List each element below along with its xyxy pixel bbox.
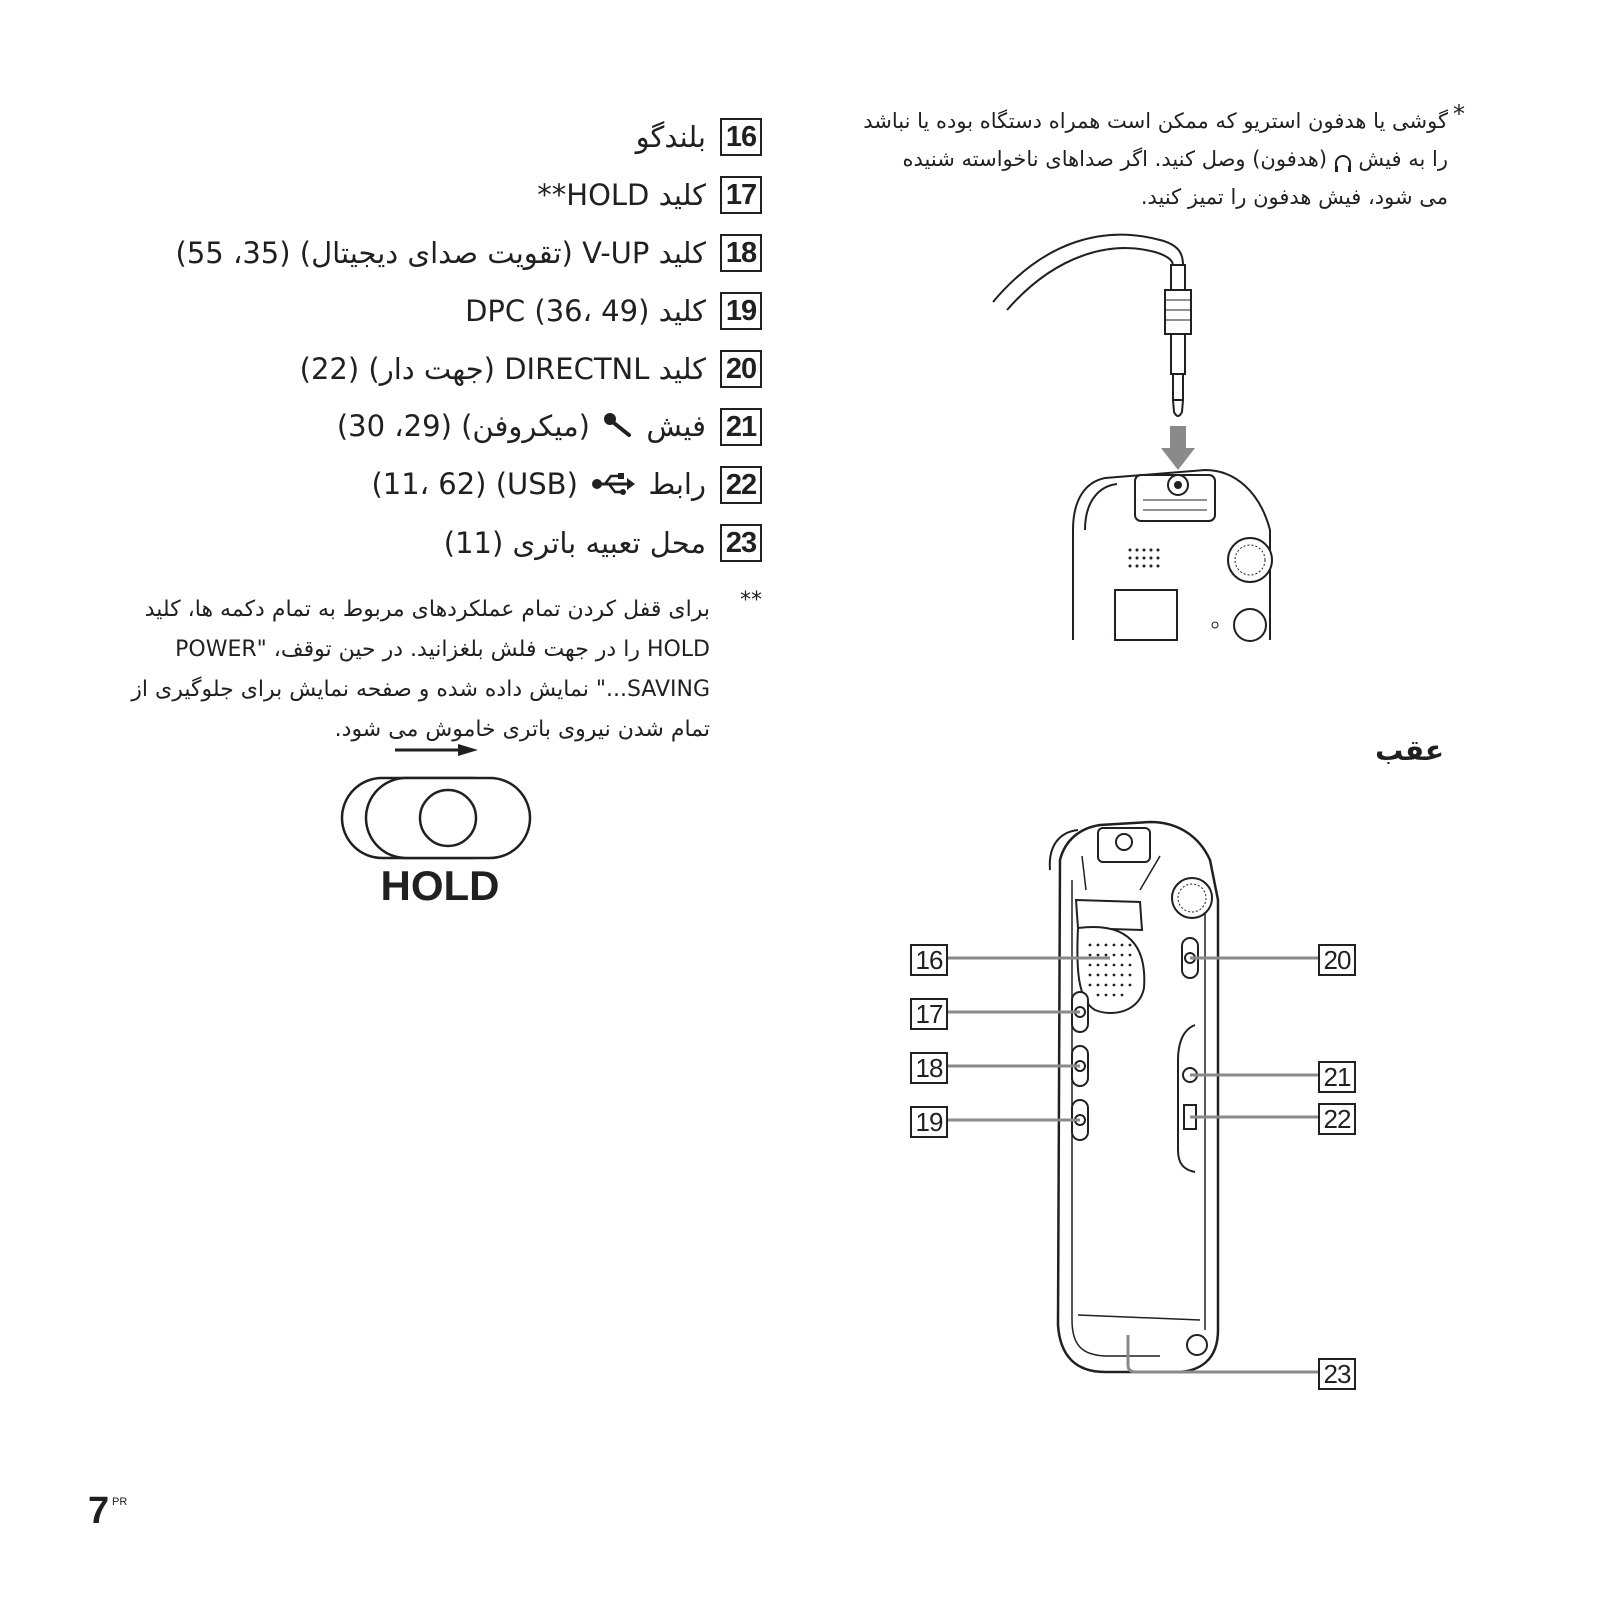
callout-22: 22 [1318, 1103, 1356, 1135]
headphone-icon [1334, 149, 1352, 172]
headphone-note-line3: می شود، فیش هدفون را تمیز کنید. [1140, 185, 1448, 209]
recorder-rear-drawing [946, 820, 1318, 1374]
list-item: 20 کلید DIRECTNL (جهت دار) (22) [62, 340, 762, 398]
part-label: کلید V-UP (تقویت صدای دیجیتال) (35، 55) [175, 236, 706, 270]
callout-21: 21 [1318, 1061, 1356, 1093]
part-number: 19 [720, 292, 762, 330]
headphone-plug-illustration [992, 233, 1273, 642]
headphone-note-line1: گوشی یا هدفون استریو که ممکن است همراه د… [863, 109, 1448, 133]
part-label: کلید DIRECTNL (جهت دار) (22) [299, 352, 706, 386]
callout-16: 16 [910, 944, 948, 976]
part-label: رابط (USB) (11، 62) [371, 467, 706, 503]
part-number: 17 [720, 176, 762, 214]
part-number: 22 [720, 466, 762, 504]
part-label: فیش (میکروفن) (29، 30) [336, 409, 706, 445]
microphone-icon [603, 411, 633, 445]
headphone-note-line2: را به فیش (هدفون) وصل کنید. اگر صداهای ن… [902, 147, 1448, 172]
list-item: 19 کلید DPC (36، 49) [62, 282, 762, 340]
footnote-marker: * [1453, 100, 1465, 128]
part-label: بلندگو [635, 120, 706, 154]
part-number: 21 [720, 408, 762, 446]
rear-view-diagram: 16 17 18 19 20 21 22 23 [900, 820, 1380, 1400]
list-item: 23 محل تعبیه باتری (11) [62, 514, 762, 572]
footnote-marker: ** [740, 588, 762, 613]
speaker-grille [1088, 943, 1132, 997]
callout-23: 23 [1318, 1358, 1356, 1390]
list-item: 22 رابط (USB) (11، 62) [62, 456, 762, 514]
callout-17: 17 [910, 998, 948, 1030]
headphone-note: گوشی یا هدفون استریو که ممکن است همراه د… [828, 102, 1448, 216]
hold-switch-illustration [340, 744, 532, 860]
list-item: 18 کلید V-UP (تقویت صدای دیجیتال) (35، 5… [62, 224, 762, 282]
part-number: 18 [720, 234, 762, 272]
part-label: محل تعبیه باتری (11) [443, 526, 706, 560]
list-item: 21 فیش (میکروفن) (29، 30) [62, 398, 762, 456]
callout-20: 20 [1318, 944, 1356, 976]
callout-19: 19 [910, 1106, 948, 1138]
list-item: 17 کلید HOLD** [62, 166, 762, 224]
callout-18: 18 [910, 1052, 948, 1084]
section-heading-rear: عقب [1375, 734, 1444, 767]
part-number: 16 [720, 118, 762, 156]
part-number: 23 [720, 524, 762, 562]
page-number: 7 [88, 1490, 110, 1532]
hold-switch-label: HOLD [380, 862, 500, 909]
part-number: 20 [720, 350, 762, 388]
page-suffix: PR [112, 1496, 128, 1508]
list-item: 16 بلندگو [62, 108, 762, 166]
usb-icon [591, 469, 636, 503]
hold-note: برای قفل کردن تمام عملکردهای مربوط به تم… [131, 597, 710, 742]
part-label: کلید DPC (36، 49) [465, 294, 706, 328]
parts-list: 16 بلندگو 17 کلید HOLD** 18 کلید V-UP (ت… [62, 108, 762, 572]
part-label: کلید HOLD** [537, 178, 706, 212]
